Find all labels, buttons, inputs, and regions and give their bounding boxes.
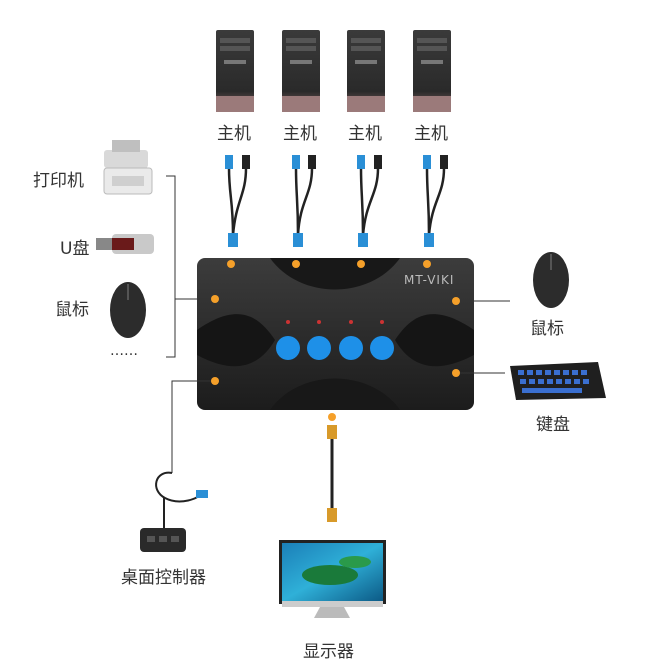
desktop-controller-label: 桌面控制器 [121,568,206,588]
host-label-3: 主机 [348,124,382,144]
switch-button-3 [339,336,363,360]
switch-button-1 [276,336,300,360]
printer-label: 打印机 [33,171,84,191]
host-cables [227,167,446,236]
usb-drive-label: U盘 [60,239,90,259]
host-label-1: 主机 [217,124,251,144]
printer-icon [103,140,153,195]
switch-buttons [276,336,394,360]
host-cable-plugs [225,155,448,247]
left-connector-lines [166,175,211,473]
more-devices-label: …… [110,343,138,359]
left-mouse-icon [110,282,146,338]
keyboard-label: 键盘 [536,415,570,435]
desktop-controller-icon [140,471,208,552]
host-label-4: 主机 [414,124,448,144]
host-tower-3 [347,30,385,112]
host-label-2: 主机 [283,124,317,144]
right-mouse-label: 鼠标 [530,319,564,339]
switch-brand: MT-VIKI [404,273,455,287]
left-mouse-label: 鼠标 [55,300,89,320]
usb-drive-icon [96,234,154,254]
kvm-switch [197,258,474,410]
switch-button-2 [307,336,331,360]
keyboard-icon [510,362,606,400]
monitor-cable [327,425,337,522]
port-dots [211,260,460,421]
switch-button-4 [370,336,394,360]
host-tower-4 [413,30,451,112]
host-tower-2 [282,30,320,112]
host-tower-1 [216,30,254,112]
monitor-icon [279,540,386,618]
right-connector-lines [460,300,510,374]
display-label: 显示器 [303,642,354,662]
right-mouse-icon [533,252,569,308]
